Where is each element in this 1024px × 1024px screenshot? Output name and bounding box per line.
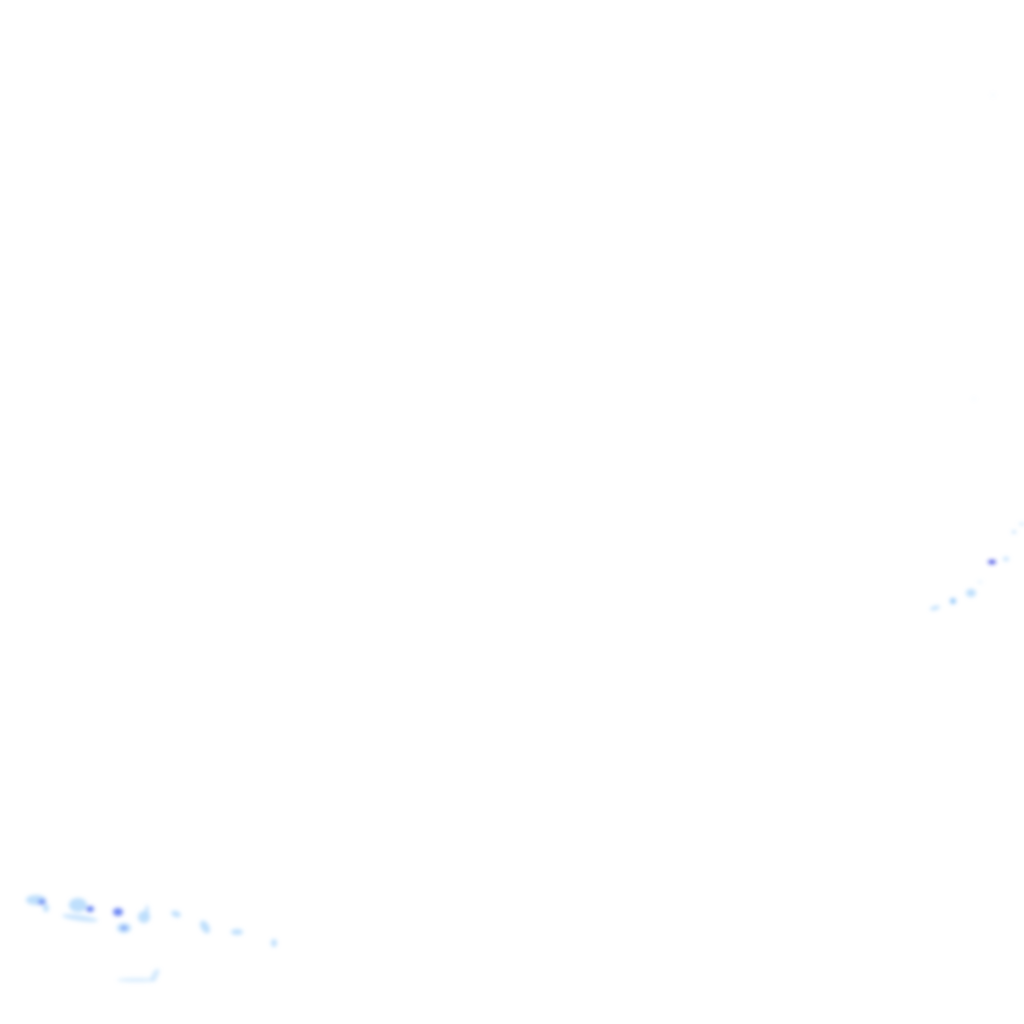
- precipitation-cell-light: [1019, 523, 1024, 525]
- precipitation-cell-light: [973, 398, 975, 400]
- precipitation-cell-heavy: [121, 926, 127, 930]
- precipitation-cell-light: [231, 929, 243, 935]
- precipitation-cell-heavy: [86, 906, 94, 912]
- precipitation-cell-moderate: [950, 598, 956, 604]
- precipitation-cell-light: [1003, 557, 1009, 561]
- precipitation-cell-moderate: [1012, 531, 1016, 533]
- precipitation-cell-light: [145, 905, 149, 915]
- precipitation-cell-heavy: [38, 899, 46, 905]
- precipitation-cell-light: [62, 914, 98, 922]
- precipitation-cell-light: [43, 904, 49, 912]
- precipitation-cell-light: [171, 910, 181, 918]
- precipitation-cell-light: [930, 605, 940, 611]
- precipitation-cell-intense: [988, 560, 996, 564]
- precipitation-cell-light: [966, 589, 976, 597]
- precipitation-cell-light: [271, 939, 277, 947]
- precipitation-cluster-southwest: [26, 895, 277, 982]
- precipitation-cluster-east: [930, 94, 1024, 611]
- precipitation-cell-heavy: [113, 908, 123, 916]
- precipitation-cell-light: [992, 94, 994, 96]
- precipitation-cell-light: [977, 581, 983, 583]
- precipitation-cell-light: [150, 968, 160, 982]
- precipitation-cell-light: [69, 898, 87, 912]
- precipitation-cell-light: [200, 920, 210, 934]
- precipitation-cell-light: [117, 978, 157, 982]
